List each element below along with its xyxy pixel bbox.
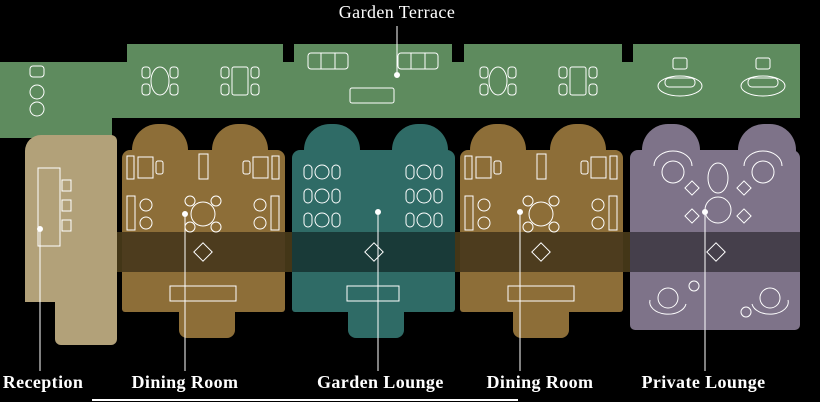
corridor-shade-dining-left [122, 232, 285, 272]
garden-terrace-section-1 [127, 44, 283, 118]
terrace-sofa-2 [397, 52, 439, 70]
terrace-sofa-1 [307, 52, 349, 70]
terrace-table-2 [220, 66, 260, 96]
garden-terrace-left-section [0, 62, 112, 138]
reception-area-lower [55, 300, 117, 345]
corridor-shade-private-lounge [630, 232, 800, 272]
reception-desk [37, 167, 72, 247]
garden-lounge-entry [348, 312, 404, 338]
terrace-banquette-2 [740, 57, 786, 97]
terrace-coffee-table [349, 87, 395, 104]
garden-lounge-table [346, 285, 400, 302]
corridor-shade-dining-right [460, 232, 623, 272]
dining-right-label: Dining Room [486, 372, 594, 392]
reception-label: Reception [2, 372, 84, 392]
garden-terrace-label: Garden Terrace [338, 2, 456, 22]
dining-left-furniture [126, 153, 280, 302]
garden-terrace-section-2 [294, 44, 452, 118]
bottom-edge-line [92, 399, 518, 401]
dining-left-entry [179, 312, 235, 338]
garden-lounge-seating-right [405, 164, 443, 228]
dining-right-entry [513, 312, 569, 338]
private-lounge-label: Private Lounge [641, 372, 766, 392]
garden-lounge-seating-left [303, 164, 341, 228]
private-lounge-furniture [649, 150, 789, 318]
dining-right-furniture [464, 153, 618, 302]
garden-lounge-area [292, 150, 455, 312]
garden-terrace-section-3 [464, 44, 622, 118]
corridor-markers [193, 242, 726, 262]
terrace-table-3 [479, 66, 517, 96]
corridor-shade-garden-lounge [292, 232, 455, 272]
leader-lines [37, 26, 708, 371]
dining-left-area [122, 150, 285, 312]
terrace-planters [29, 65, 45, 117]
garden-lounge-label: Garden Lounge [317, 372, 444, 392]
terrace-banquette-1 [657, 57, 703, 97]
dining-right-area [460, 150, 623, 312]
terrace-table-4 [558, 66, 598, 96]
terrace-table-1 [141, 66, 179, 96]
dining-left-label: Dining Room [131, 372, 239, 392]
